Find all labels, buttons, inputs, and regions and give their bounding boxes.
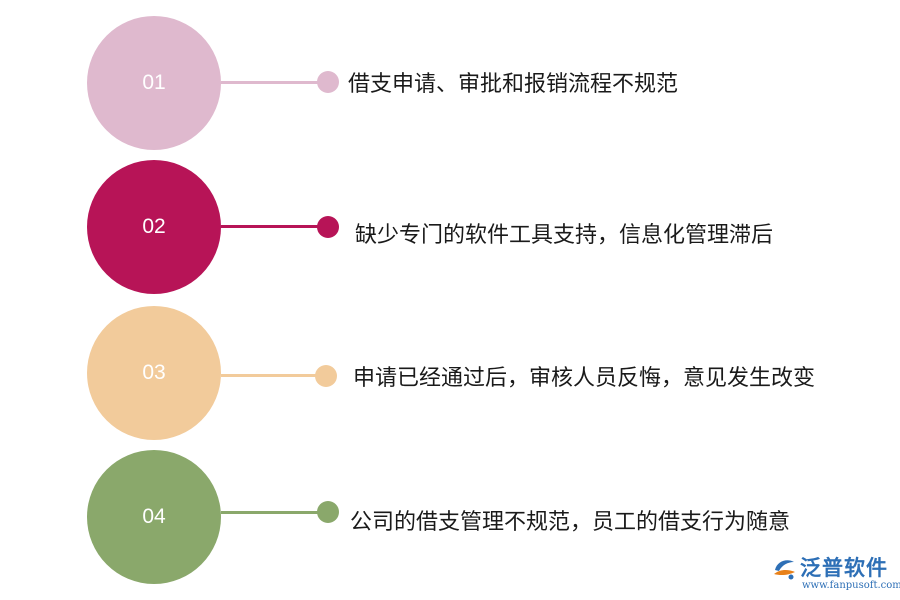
item-number: 03 [142,361,166,384]
bullet-dot [317,71,339,93]
bullet-dot [315,365,337,387]
item-number: 04 [142,505,166,528]
connector-line [221,374,321,377]
item-text: 公司的借支管理不规范，员工的借支行为随意 [350,510,791,535]
number-circle: 02 [87,160,221,294]
connector-line [221,81,321,84]
item-text: 缺少专门的软件工具支持，信息化管理滞后 [355,223,774,248]
brand-logo: 泛普软件 www.fanpusoft.com [770,552,900,596]
number-circle: 03 [87,306,221,440]
brand-url: www.fanpusoft.com [802,580,900,591]
item-number: 01 [142,71,166,94]
connector-line [221,511,321,514]
item-row-03: 03 申请已经通过后，审核人员反悔，意见发生改变 [0,306,900,446]
brand-name: 泛普软件 [800,556,888,580]
number-circle: 04 [87,450,221,584]
bullet-dot [317,216,339,238]
item-row-02: 02 缺少专门的软件工具支持，信息化管理滞后 [0,160,900,300]
item-row-04: 04 公司的借支管理不规范，员工的借支行为随意 [0,450,900,590]
fanpu-logo-icon [774,560,795,580]
item-text: 申请已经通过后，审核人员反悔，意见发生改变 [353,366,816,391]
connector-line [221,225,321,228]
bullet-dot [317,501,339,523]
item-text: 借支申请、审批和报销流程不规范 [348,72,679,97]
item-row-01: 01 借支申请、审批和报销流程不规范 [0,14,900,154]
number-circle: 01 [87,16,221,150]
item-number: 02 [142,215,166,238]
